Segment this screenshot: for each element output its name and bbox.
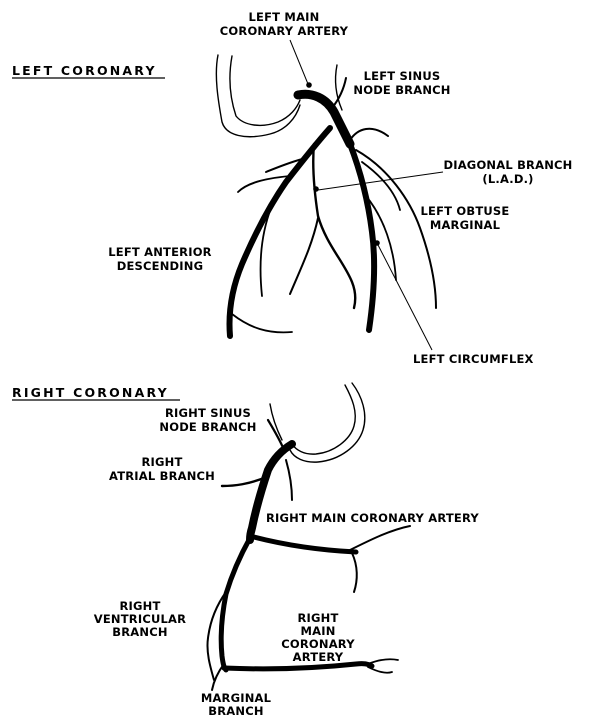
label-right-sinus-line1: RIGHT SINUS <box>165 406 251 420</box>
diagonal-leader <box>318 172 443 190</box>
label-left-sinus-line1: LEFT SINUS <box>364 69 441 83</box>
left-diagonal-sub-branch <box>290 218 318 294</box>
left-main-leader <box>290 40 308 84</box>
right-main-descending <box>221 538 250 670</box>
left-diagonal-vessel <box>313 144 355 308</box>
label-right-main-lower-line2: MAIN <box>300 624 335 638</box>
label-diagonal-line2: (L.A.D.) <box>482 172 533 186</box>
circumflex-leader-dot <box>374 240 380 246</box>
right-coronary-title: RIGHT CORONARY <box>12 385 169 400</box>
label-right-main-lower-line3: CORONARY <box>281 637 355 651</box>
label-right-main-lower-line4: ARTERY <box>293 650 344 664</box>
label-left-main-line2: CORONARY ARTERY <box>220 24 349 38</box>
right-main-terminal-fork-2 <box>368 667 392 673</box>
label-right-atrial-line2: ATRIAL BRANCH <box>109 469 215 483</box>
label-right-ventricular-line3: BRANCH <box>112 625 167 639</box>
diagonal-leader-dot <box>313 186 319 192</box>
label-right-ventricular-line2: VENTRICULAR <box>94 612 186 626</box>
left-coronary-title: LEFT CORONARY <box>12 63 157 78</box>
label-lad-line2: DESCENDING <box>117 259 204 273</box>
right-aortic-root-inner <box>290 383 365 462</box>
label-lad-line1: LEFT ANTERIOR <box>108 245 211 259</box>
label-obtuse-line1: LEFT OBTUSE <box>421 204 510 218</box>
right-main-proximal <box>250 444 292 540</box>
right-main-terminal-fork-1 <box>368 659 398 664</box>
label-left-sinus-line2: NODE BRANCH <box>353 83 450 97</box>
circumflex-leader <box>377 243 432 350</box>
label-marginal-line1: MARGINAL <box>201 691 272 705</box>
label-right-atrial-line1: RIGHT <box>141 455 182 469</box>
right-aortic-root <box>292 385 355 454</box>
label-obtuse-line2: MARGINAL <box>430 218 501 232</box>
left-lad-lower-curve <box>232 314 292 332</box>
left-sinus-side-vessel <box>350 129 388 140</box>
label-left-main-line1: LEFT MAIN <box>249 10 320 24</box>
label-marginal-line2: BRANCH <box>208 704 263 716</box>
label-right-main-upper: RIGHT MAIN CORONARY ARTERY <box>266 511 479 525</box>
left-aortic-root-inner <box>230 56 300 125</box>
right-atrial-side-twig <box>286 460 292 500</box>
right-main-distal-branch <box>348 526 410 551</box>
left-circumflex-vessel <box>350 144 374 330</box>
left-circumflex-side-branch <box>356 150 436 308</box>
label-right-ventricular-line1: RIGHT <box>119 599 160 613</box>
right-atrial-branch-vessel <box>222 478 264 486</box>
label-right-main-lower-line1: RIGHT <box>297 611 338 625</box>
right-main-horizontal <box>250 536 356 552</box>
label-right-sinus-line2: NODE BRANCH <box>159 420 256 434</box>
right-main-down-twig <box>352 553 357 592</box>
right-main-lower-horizontal <box>224 664 372 669</box>
left-main-leader-dot <box>306 82 312 88</box>
label-circumflex: LEFT CIRCUMFLEX <box>413 352 534 366</box>
label-diagonal-line1: DIAGONAL BRANCH <box>443 158 572 172</box>
left-aortic-root <box>216 55 300 137</box>
